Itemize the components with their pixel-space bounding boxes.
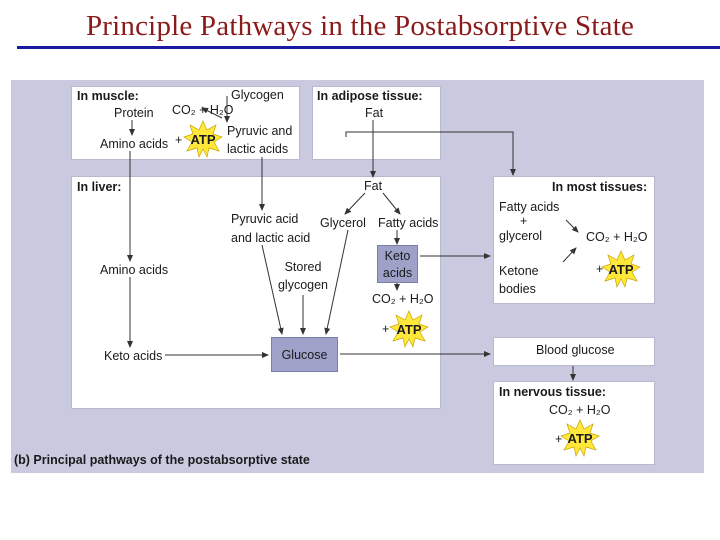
most-tissues-bodies: bodies [499,282,536,296]
liver-fat: Fat [364,179,383,193]
liver-keto-line1: Keto [384,249,411,263]
page-title: Principle Pathways in the Postabsorptive… [85,10,635,42]
liver-keto-acids-output: Keto acids [104,349,163,363]
most-tissues-fatty-acids: Fatty acids [499,200,560,214]
liver-amino-acids: Amino acids [100,263,169,277]
most-tissues-atp-plus: + [596,262,604,276]
liver-pyruvic-line1: Pyruvic acid [231,212,299,226]
muscle-heading: In muscle: [77,89,139,103]
muscle-amino-acids: Amino acids [100,137,169,151]
most-tissues-ketone: Ketone [499,264,539,278]
liver-box [71,176,441,409]
muscle-pyruvic-line2: lactic acids [227,142,289,156]
nervous-plus: + [555,432,563,446]
most-tissues-plus: + [520,214,528,228]
title-underline [17,46,720,49]
liver-heading: In liver: [77,180,122,194]
glucose-label: Glucose [281,348,328,362]
nervous-tissue-heading: In nervous tissue: [499,385,606,399]
muscle-co2-h2o: CO₂ + H₂O [172,103,234,117]
muscle-plus: + [175,133,183,147]
figure-caption: (b) Principal pathways of the postabsorp… [14,453,310,467]
liver-stored-line1: Stored [284,260,322,274]
muscle-pyruvic-line1: Pyruvic and [227,124,293,138]
most-tissues-heading: In most tissues: [552,180,648,194]
adipose-heading: In adipose tissue: [317,89,423,103]
liver-keto-acids-box [377,245,418,283]
most-tissues-co2-h2o: CO₂ + H₂O [586,230,648,244]
nervous-co2-h2o: CO₂ + H₂O [549,403,611,417]
liver-pyruvic-line2: and lactic acid [231,231,311,245]
muscle-protein: Protein [114,106,154,120]
adipose-fat: Fat [365,106,384,120]
liver-plus: + [382,322,390,336]
liver-co2-h2o: CO₂ + H₂O [372,292,434,306]
blood-glucose-box [493,337,655,366]
liver-fatty-acids: Fatty acids [378,216,439,230]
liver-glycerol: Glycerol [320,216,366,230]
glucose-box [271,337,338,372]
muscle-glycogen: Glycogen [231,88,284,102]
liver-stored-line2: glycogen [277,278,329,292]
blood-glucose-label: Blood glucose [536,343,615,357]
most-tissues-glycerol: glycerol [499,229,543,243]
liver-keto-line2: acids [382,266,413,280]
